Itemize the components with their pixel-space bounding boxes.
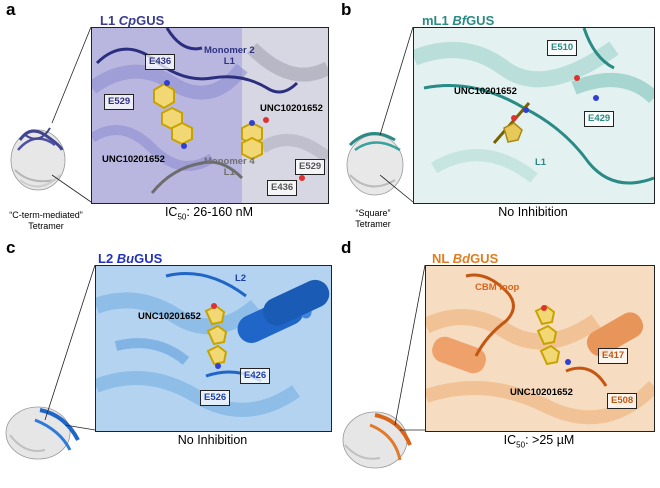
tetramer-label-a-line1: “C-term-mediated” <box>9 210 83 220</box>
label-monomer4-a: Monomer 4 L1 <box>204 156 255 178</box>
label-ligand-d: UNC10201652 <box>510 387 573 398</box>
residue-box-c-e426: E426 <box>240 368 271 384</box>
tetramer-thumbnail-a <box>10 127 66 191</box>
tetramer-label-b-line2: Tetramer <box>355 219 391 229</box>
residue-box-a-e529-left: E529 <box>104 94 135 110</box>
structure-view-a: Monomer 2 L1 Monomer 4 L1 UNC10201652 UN… <box>91 27 329 204</box>
residue-box-d-e508: E508 <box>607 393 638 409</box>
caption-a-sub: 50 <box>177 212 187 222</box>
panel-letter-a: a <box>6 0 16 19</box>
residue-box-c-e526: E526 <box>200 390 231 406</box>
label-monomer2-line1: Monomer 2 <box>204 45 255 56</box>
label-monomer2-line2: L1 <box>223 56 235 67</box>
label-monomer4-line1: Monomer 4 <box>204 156 255 167</box>
label-ligand-b: UNC10201652 <box>454 86 517 97</box>
label-loop-c: L2 <box>235 273 247 284</box>
label-monomer2-a: Monomer 2 L1 <box>204 45 255 67</box>
caption-d: IC50: >25 µM <box>425 433 653 450</box>
tetramer-label-b: “Square” Tetramer <box>338 208 408 230</box>
panel-a-title: L1 CpGUS <box>100 13 164 28</box>
panel-d-title-italic: Bd <box>452 251 471 266</box>
panel-a-title-suffix: GUS <box>136 13 165 28</box>
label-monomer4-line2: L1 <box>223 167 235 178</box>
panel-c-title-prefix: L2 <box>98 251 117 266</box>
panel-b-title: mL1 BfGUS <box>422 13 494 28</box>
residue-box-a-e436-top: E436 <box>145 54 176 70</box>
caption-a-prefix: IC <box>164 205 178 219</box>
caption-a: IC50: 26-160 nM <box>91 205 327 222</box>
panel-d-title: NL BdGUS <box>432 251 498 266</box>
caption-a-suffix: : 26-160 nM <box>186 205 254 219</box>
caption-b: No Inhibition <box>498 205 568 219</box>
panel-b-title-suffix: GUS <box>466 13 495 28</box>
caption-d-suffix: : >25 µM <box>525 433 575 447</box>
panel-letter-c: c <box>6 238 16 257</box>
residue-box-a-e529-right: E529 <box>295 159 326 175</box>
tetramer-label-a-line2: Tetramer <box>28 221 64 231</box>
tetramer-thumbnail-b <box>346 132 404 196</box>
tetramer-label-b-line1: “Square” <box>355 208 391 218</box>
tetramer-label-a: “C-term-mediated” Tetramer <box>0 210 92 232</box>
label-ligand-a-left: UNC10201652 <box>102 154 165 165</box>
panel-letter-d: d <box>341 238 352 257</box>
panel-d-title-suffix: GUS <box>470 251 499 266</box>
structure-view-d: CBM loop UNC10201652 E417 E508 <box>425 265 655 432</box>
residue-box-b-e510: E510 <box>547 40 578 56</box>
panel-b-title-prefix: mL1 <box>422 13 453 28</box>
label-ligand-a-right: UNC10201652 <box>260 103 323 114</box>
panel-letter-b: b <box>341 0 352 19</box>
panel-c-title-suffix: GUS <box>134 251 163 266</box>
residue-box-a-e436-bottom: E436 <box>267 180 298 196</box>
structure-view-c: L2 UNC10201652 E426 E526 <box>95 265 332 432</box>
panel-b-title-italic: Bf <box>452 13 467 28</box>
tetramer-thumbnail-d <box>342 411 412 469</box>
panel-a-title-prefix: L1 <box>100 13 119 28</box>
structure-view-b: UNC10201652 L1 E510 E429 <box>413 27 655 204</box>
panel-a-title-italic: Cp <box>118 13 137 28</box>
caption-d-sub: 50 <box>516 440 526 450</box>
panel-c-title: L2 BuGUS <box>98 251 162 266</box>
label-loop-b: L1 <box>535 157 547 168</box>
label-loop-d: CBM loop <box>475 282 520 293</box>
panel-c-title-italic: Bu <box>116 251 135 266</box>
panel-d-title-prefix: NL <box>432 251 453 266</box>
caption-c: No Inhibition <box>177 433 248 447</box>
label-ligand-c: UNC10201652 <box>138 311 201 322</box>
caption-d-prefix: IC <box>503 433 517 447</box>
residue-box-b-e429: E429 <box>584 111 615 127</box>
residue-box-d-e417: E417 <box>598 348 629 364</box>
tetramer-thumbnail-c <box>5 406 80 460</box>
